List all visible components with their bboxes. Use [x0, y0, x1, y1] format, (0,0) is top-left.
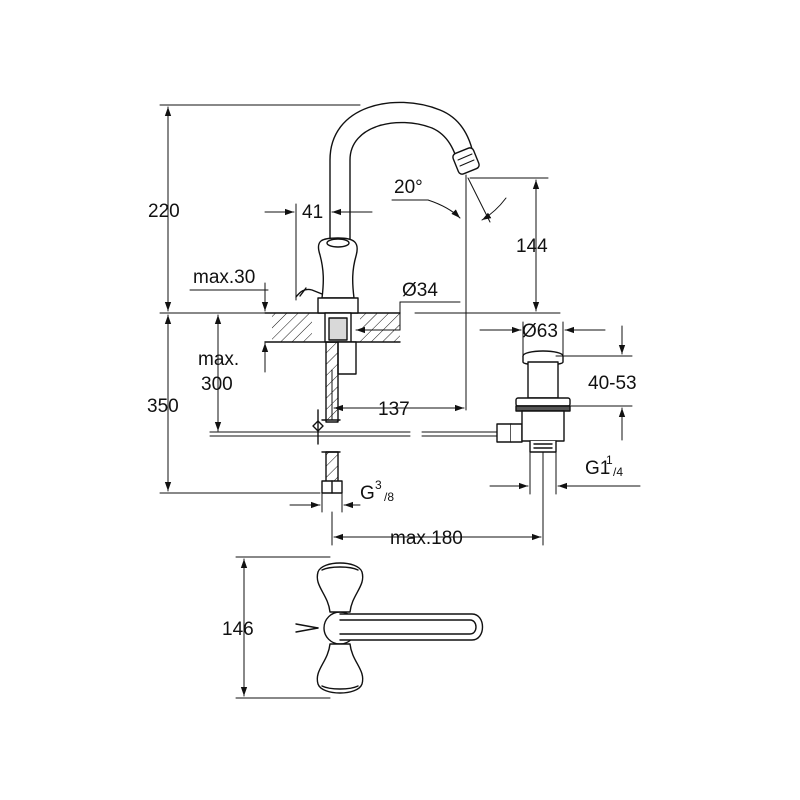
dim-g38-main: G — [360, 483, 375, 504]
pull-rod — [209, 423, 523, 443]
dim-g1-denominator: /4 — [613, 465, 623, 479]
dimension-lines — [159, 104, 641, 699]
dim-146: 146 — [222, 619, 254, 640]
dim-max-300-line2: 300 — [201, 374, 233, 395]
dim-g38-denominator: /8 — [384, 490, 394, 504]
dim-max-180: max.180 — [390, 528, 463, 549]
dim-41: 41 — [302, 202, 323, 223]
dim-diameter-34: Ø34 — [402, 280, 438, 301]
dim-g1-main: G1 — [585, 458, 610, 479]
plan-view — [295, 562, 484, 694]
dimension-labels: 220 41 20° 144 max.30 Ø34 max. 300 350 Ø… — [147, 177, 637, 640]
dim-g38-numerator: 3 — [375, 478, 382, 492]
dim-220: 220 — [148, 201, 180, 222]
faucet-body — [295, 101, 480, 494]
dim-max-300-line1: max. — [198, 349, 239, 370]
dim-g1-1-4: G1 1 /4 — [585, 453, 623, 479]
dim-g-3-8: G 3 /8 — [360, 478, 394, 504]
dim-40-53: 40-53 — [588, 373, 637, 394]
dim-20-degrees: 20° — [394, 177, 423, 198]
dim-g1-numerator: 1 — [606, 453, 613, 467]
dim-350: 350 — [147, 396, 179, 417]
dim-diameter-63: Ø63 — [522, 321, 558, 342]
dim-max-30: max.30 — [193, 267, 255, 288]
pop-up-waste — [515, 350, 571, 453]
dim-137: 137 — [378, 399, 410, 420]
countertop — [264, 312, 561, 343]
dim-144: 144 — [516, 236, 548, 257]
